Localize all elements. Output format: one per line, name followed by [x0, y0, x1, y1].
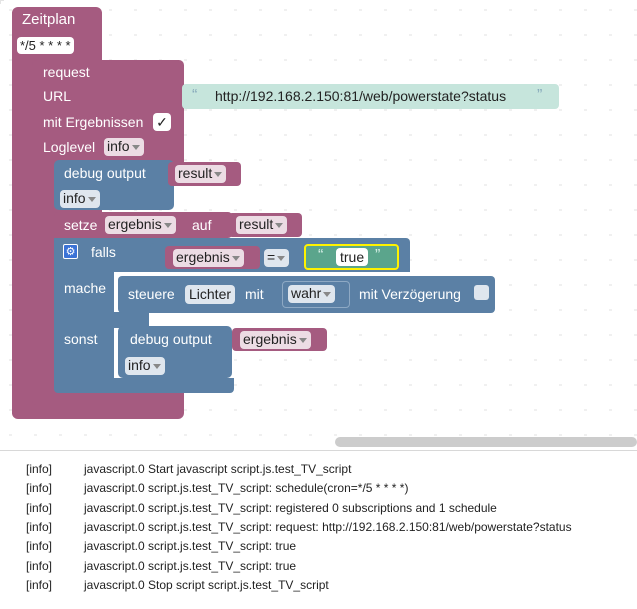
- debug-output-title-1: debug output: [64, 165, 146, 181]
- log-level: [info]: [26, 558, 53, 573]
- log-level: [info]: [26, 481, 53, 496]
- request-title: request: [43, 64, 90, 80]
- url-quote-close: ”: [537, 87, 543, 104]
- request-block-footer: [32, 393, 184, 405]
- set-value-dropdown[interactable]: result: [236, 216, 288, 234]
- log-panel: [info] javascript.0 Start javascript scri…: [0, 450, 637, 609]
- if-block-footer: [54, 378, 234, 393]
- log-message: javascript.0 script.js.test_TV_script: s…: [84, 481, 409, 496]
- log-row: [info] javascript.0 script.js.test_TV_scr…: [0, 557, 637, 576]
- control-title: steuere: [128, 286, 175, 302]
- compare-op-dropdown[interactable]: =: [264, 249, 290, 267]
- control-device[interactable]: Lichter: [185, 285, 236, 304]
- request-block-body: [32, 160, 54, 405]
- url-quote-open: “: [192, 87, 198, 104]
- log-row: [info] javascript.0 script.js.test_TV_scr…: [0, 518, 637, 537]
- log-row: [info] javascript.0 script.js.test_TV_scr…: [0, 499, 637, 518]
- log-message: javascript.0 script.js.test_TV_script: r…: [84, 500, 497, 515]
- control-value-dropdown[interactable]: wahr: [288, 285, 336, 303]
- if-block-divider: [54, 312, 149, 328]
- set-prefix: setze: [64, 217, 98, 233]
- log-message: javascript.0 Stop script script.js.test_…: [84, 577, 329, 592]
- log-row: [info] javascript.0 Stop script script.js…: [0, 576, 637, 595]
- url-label: URL: [43, 88, 72, 104]
- sonst-label: sonst: [64, 331, 98, 347]
- log-message: javascript.0 script.js.test_TV_script: r…: [84, 519, 572, 534]
- compare-quote-close: ”: [375, 247, 381, 264]
- set-mid: auf: [192, 217, 212, 233]
- workspace-grid: [9, 9, 637, 436]
- log-level: [info]: [26, 500, 53, 515]
- debug-output-title-2: debug output: [130, 331, 212, 347]
- loglevel-dropdown[interactable]: info: [104, 138, 144, 156]
- log-level: [info]: [26, 519, 53, 534]
- log-row: [info] javascript.0 script.js.test_TV_scr…: [0, 479, 637, 498]
- debug-var-dropdown-2[interactable]: ergebnis: [240, 331, 311, 349]
- set-variable-dropdown[interactable]: ergebnis: [105, 216, 176, 234]
- mache-label: mache: [64, 280, 107, 296]
- results-checkbox[interactable]: ✓: [153, 113, 171, 131]
- control-with: mit: [245, 286, 264, 302]
- compare-quote-open: “: [318, 247, 324, 264]
- control-delay-label: mit Verzögerung: [359, 286, 461, 302]
- log-row: [info] javascript.0 script.js.test_TV_scr…: [0, 537, 637, 556]
- log-level: [info]: [26, 577, 53, 592]
- url-value[interactable]: http://192.168.2.150:81/web/powerstate?s…: [215, 88, 507, 104]
- debug-level-dropdown-2[interactable]: info: [125, 357, 165, 375]
- loglevel-label: Loglevel: [43, 139, 96, 155]
- log-row: [info] javascript.0 Start javascript scri…: [0, 460, 637, 479]
- debug-level-dropdown-1[interactable]: info: [60, 190, 100, 208]
- log-level: [info]: [26, 539, 53, 554]
- log-message: javascript.0 Start javascript script.js.…: [84, 462, 352, 476]
- compare-var-dropdown[interactable]: ergebnis: [173, 249, 244, 267]
- gear-icon[interactable]: ⚙: [63, 244, 78, 259]
- debug-var-dropdown-1[interactable]: result: [175, 165, 227, 183]
- log-message: javascript.0 script.js.test_TV_script: t…: [84, 558, 297, 573]
- results-label: mit Ergebnissen: [43, 114, 144, 130]
- falls-label: falls: [91, 244, 116, 260]
- control-delay-checkbox[interactable]: [474, 285, 489, 300]
- url-text-block[interactable]: [182, 84, 559, 109]
- schedule-title: Zeitplan: [22, 11, 76, 28]
- cron-field[interactable]: */5 * * * *: [17, 37, 74, 54]
- workspace-horizontal-scrollbar[interactable]: [335, 437, 637, 447]
- log-level: [info]: [26, 462, 53, 476]
- compare-value[interactable]: true: [336, 248, 369, 266]
- log-message: javascript.0 script.js.test_TV_script: t…: [84, 539, 297, 554]
- blockly-workspace[interactable]: Zeitplan */5 * * * * request URL mit Erg…: [0, 0, 637, 448]
